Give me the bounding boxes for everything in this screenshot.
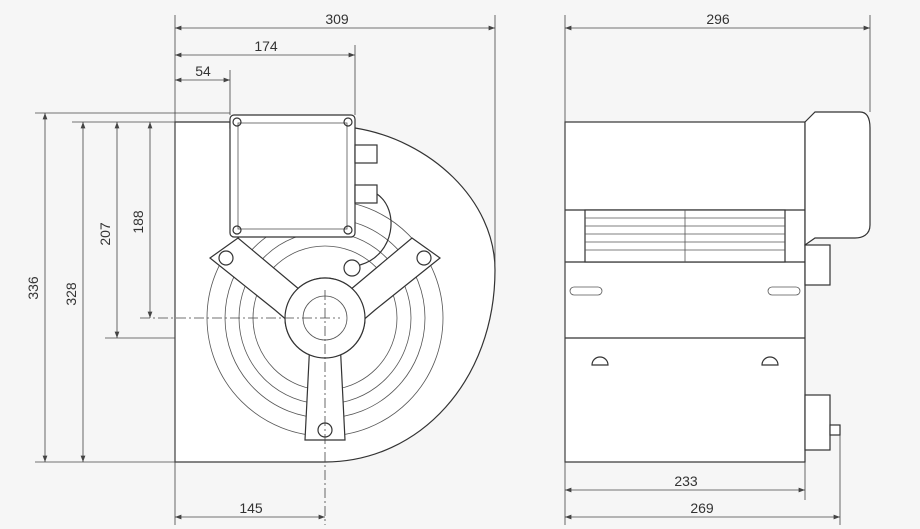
front-view xyxy=(140,114,496,525)
dim-309: 309 xyxy=(325,11,349,27)
side-view xyxy=(564,111,871,463)
cable xyxy=(359,193,392,266)
dim-296: 296 xyxy=(706,11,730,27)
dim-336: 336 xyxy=(25,276,41,300)
front-dimensions: 309 174 54 336 328 207 188 145 xyxy=(25,11,496,525)
mount-bolt xyxy=(218,250,234,266)
terminal-box xyxy=(229,114,356,238)
dim-54: 54 xyxy=(195,63,211,79)
dim-174: 174 xyxy=(254,38,278,54)
dim-233: 233 xyxy=(674,473,698,489)
dim-207: 207 xyxy=(97,222,113,246)
side-dimensions: 296 233 269 xyxy=(564,11,871,525)
cable-gland xyxy=(354,184,378,204)
motor-side xyxy=(804,111,871,247)
cable-gland xyxy=(354,144,378,164)
terminal-lug-bottom xyxy=(804,394,831,451)
dim-145: 145 xyxy=(239,500,263,516)
mount-bolt xyxy=(416,250,432,266)
dim-188: 188 xyxy=(130,210,146,234)
dim-269: 269 xyxy=(690,500,714,516)
terminal-lug xyxy=(804,244,831,286)
housing-side xyxy=(564,121,806,463)
dim-328: 328 xyxy=(63,282,79,306)
